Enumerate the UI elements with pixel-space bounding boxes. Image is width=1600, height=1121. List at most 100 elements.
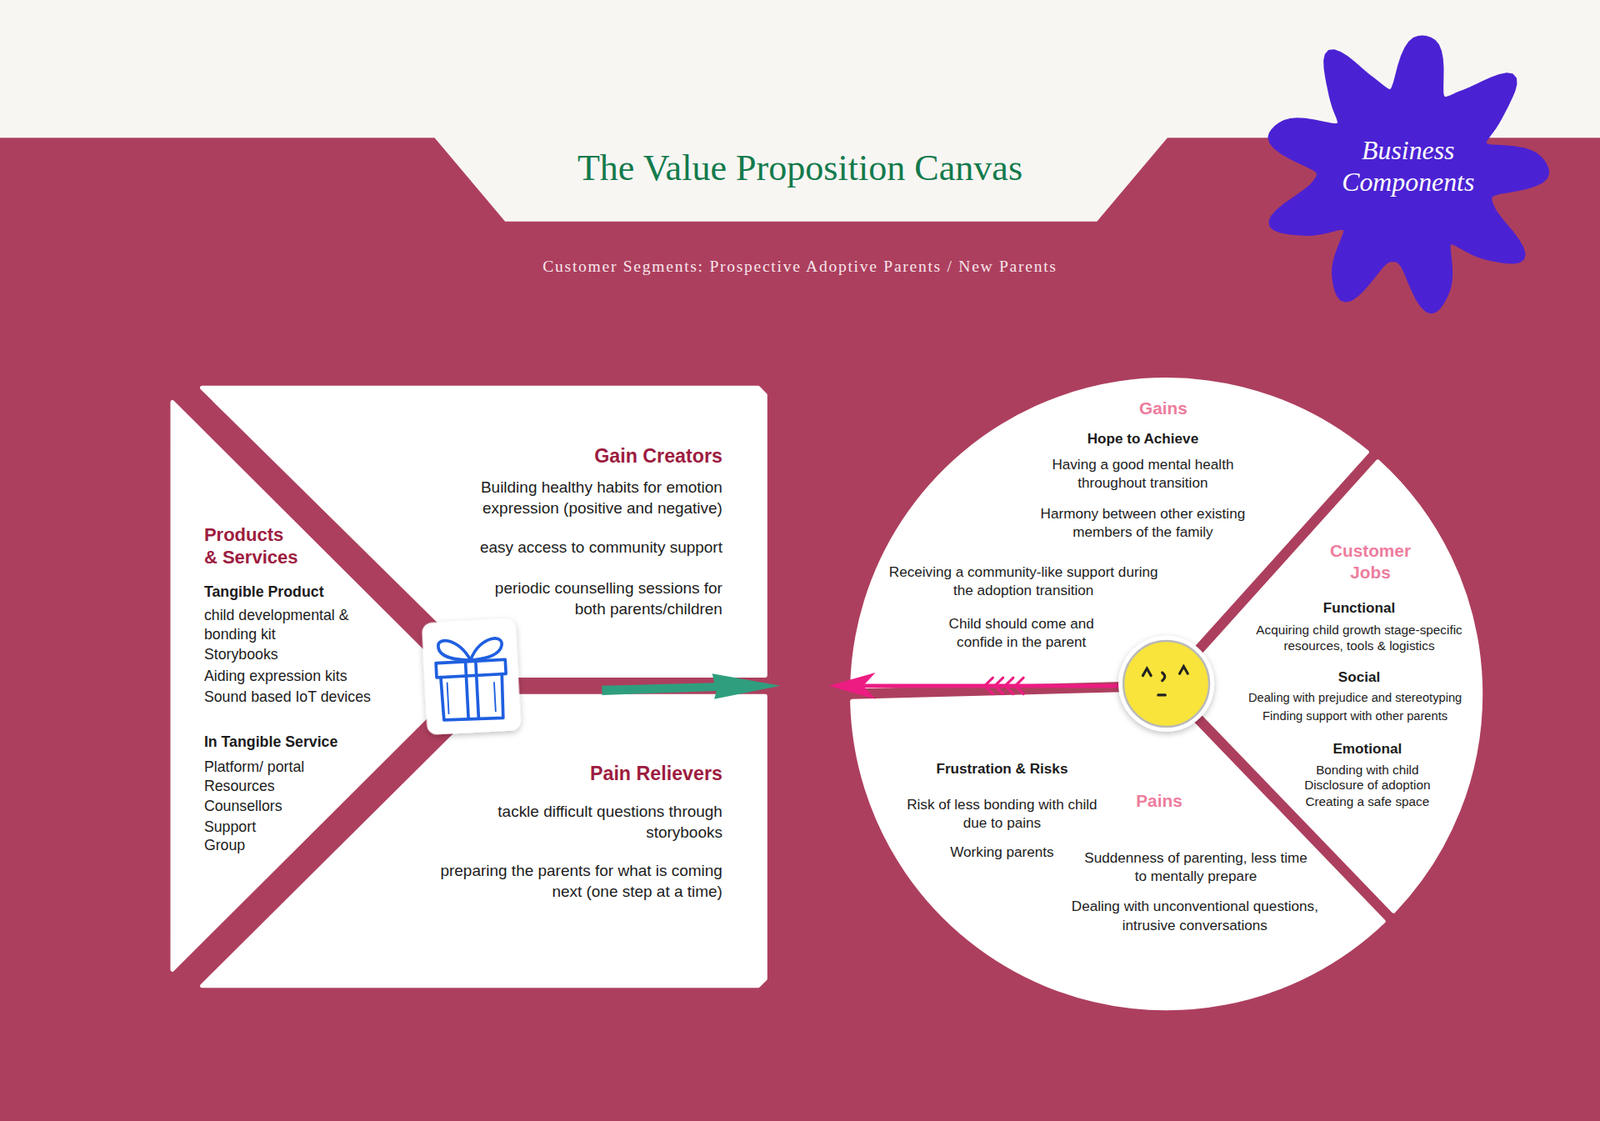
node-heading: Business Components <box>1321 135 1495 199</box>
node-heading: Products & Services <box>204 524 300 569</box>
text-slot: Customer Jobs <box>1319 540 1421 584</box>
node-text: Creating a safe space <box>1265 794 1470 810</box>
gift-icon <box>421 618 522 735</box>
text-slot: Acquiring child growth stage-specific re… <box>1245 621 1473 654</box>
green-arrow <box>601 673 780 700</box>
node-text: Group <box>204 835 409 855</box>
node-text: Bonding with child <box>1265 762 1470 778</box>
text-slot: Storybooks <box>204 645 409 664</box>
text-slot: Support <box>204 817 409 836</box>
text-slot: The Value Proposition Canvas <box>391 146 1209 191</box>
text-slot: Counsellors <box>204 796 409 815</box>
node-text: Resources <box>204 776 409 795</box>
pains-sector: Pains Frustration & RisksRisk of less bon… <box>851 694 1383 1011</box>
node-text: Receiving a community-like support durin… <box>885 562 1162 600</box>
node-text: Building healthy habits for emotion expr… <box>426 477 723 519</box>
node-text: Suddenness of parenting, less time to me… <box>1079 848 1312 886</box>
text-slot: Pains <box>1108 790 1210 812</box>
text-slot: periodic counselling sessions for both p… <box>477 578 723 620</box>
text-slot: In Tangible Service <box>204 732 409 751</box>
node-text: Finding support with other parents <box>1227 708 1483 724</box>
top-band <box>0 0 1600 138</box>
pain-relievers-panel-outline <box>201 695 765 986</box>
text-slot: Child should come and confide in the par… <box>926 614 1116 652</box>
text-slot: Aiding expression kits <box>204 666 409 685</box>
text-slot: Hope to Achieve <box>1040 430 1245 448</box>
node-text: preparing the parents for what is coming… <box>426 860 723 902</box>
text-slot: easy access to community support <box>426 537 723 559</box>
text-slot: Platform/ portal <box>204 757 409 776</box>
node-text: Support <box>204 817 409 836</box>
text-slot: child developmental & bonding kit <box>204 605 383 643</box>
text-slot: Group <box>204 835 409 855</box>
text-slot: Business Components <box>1321 135 1495 199</box>
gain-creators-panel: Gain CreatorsBuilding healthy habits for… <box>200 385 768 682</box>
products-panel-outline <box>172 401 458 970</box>
segment-label: Customer Segments: Prospective Adoptive … <box>391 255 1209 277</box>
text-slot: Creating a safe space <box>1265 794 1470 810</box>
node-text: Sound based IoT devices <box>204 687 409 706</box>
node-text: Acquiring child growth stage-specific re… <box>1245 621 1473 654</box>
text-slot: Bonding with child <box>1265 762 1470 778</box>
node-text: periodic counselling sessions for both p… <box>477 578 723 620</box>
node-text: In Tangible Service <box>204 732 409 751</box>
node-text: Frustration & Risks <box>905 760 1100 778</box>
text-slot: Working parents <box>905 842 1100 861</box>
node-text: Hope to Achieve <box>1040 430 1245 448</box>
text-slot: Pain Relievers <box>467 762 723 786</box>
node-text: Platform/ portal <box>204 757 409 776</box>
text-slot: Resources <box>204 776 409 795</box>
node-text: tackle difficult questions through story… <box>426 801 723 843</box>
products-panel: Products & ServicesTangible Product child… <box>170 400 476 978</box>
smiley-icon <box>1118 635 1215 732</box>
pains-sector-outline <box>852 692 1385 1008</box>
text-slot: Disclosure of adoption <box>1265 777 1470 793</box>
node-text: Harmony between other existing members o… <box>1029 504 1257 542</box>
gain-creators-panel-outline <box>201 387 765 675</box>
node-heading: Gains <box>1101 398 1225 420</box>
node-text: Dealing with unconventional questions, i… <box>1067 896 1323 935</box>
text-slot: Building healthy habits for emotion expr… <box>426 477 723 519</box>
customer-jobs-sector: Customer JobsFunctionalAcquiring child g… <box>1204 439 1485 909</box>
diagram-title: The Value Proposition Canvas <box>391 146 1209 191</box>
text-slot: Tangible Product <box>204 582 409 601</box>
text-slot: Gain Creators <box>467 445 723 469</box>
node-text: Counsellors <box>204 796 409 815</box>
node-text: Working parents <box>905 842 1100 861</box>
text-slot: Receiving a community-like support durin… <box>885 562 1162 600</box>
text-slot: Risk of less bonding with child due to p… <box>902 795 1102 833</box>
text-slot: Suddenness of parenting, less time to me… <box>1079 848 1312 886</box>
text-slot: Functional <box>1282 599 1436 617</box>
node-text: Functional <box>1282 599 1436 617</box>
node-text: Having a good mental health throughout t… <box>1028 455 1259 493</box>
node-text: Storybooks <box>204 645 409 664</box>
node-text: Child should come and confide in the par… <box>926 614 1116 652</box>
text-slot: Social <box>1282 668 1436 686</box>
flower-badge: Business Components <box>1260 30 1556 322</box>
text-slot: Dealing with unconventional questions, i… <box>1067 896 1323 935</box>
node-text: Tangible Product <box>204 582 409 601</box>
node-heading: Customer Jobs <box>1319 540 1421 584</box>
node-text: Disclosure of adoption <box>1265 777 1470 793</box>
pink-arrow <box>828 672 1120 700</box>
text-slot: preparing the parents for what is coming… <box>426 860 723 902</box>
node-heading: Pain Relievers <box>467 762 723 786</box>
node-text: Aiding expression kits <box>204 666 409 685</box>
node-text: Risk of less bonding with child due to p… <box>902 795 1102 833</box>
text-slot: Emotional <box>1290 740 1445 758</box>
text-slot: Products & Services <box>204 524 300 569</box>
text-slot: tackle difficult questions through story… <box>426 801 723 843</box>
text-slot: Having a good mental health throughout t… <box>1028 455 1259 493</box>
node-text: child developmental & bonding kit <box>204 605 383 643</box>
text-slot: Frustration & Risks <box>905 760 1100 778</box>
node-text: Social <box>1282 668 1436 686</box>
text-slot: Customer Segments: Prospective Adoptive … <box>391 255 1209 277</box>
node-heading: Gain Creators <box>467 445 723 469</box>
text-slot: Harmony between other existing members o… <box>1029 504 1257 542</box>
flower-badge-outline <box>1270 37 1548 312</box>
customer-jobs-sector-outline <box>1175 461 1480 912</box>
node-text: Dealing with prejudice and stereotyping <box>1227 690 1483 705</box>
text-slot: Finding support with other parents <box>1227 708 1483 724</box>
node-text: easy access to community support <box>426 537 723 559</box>
